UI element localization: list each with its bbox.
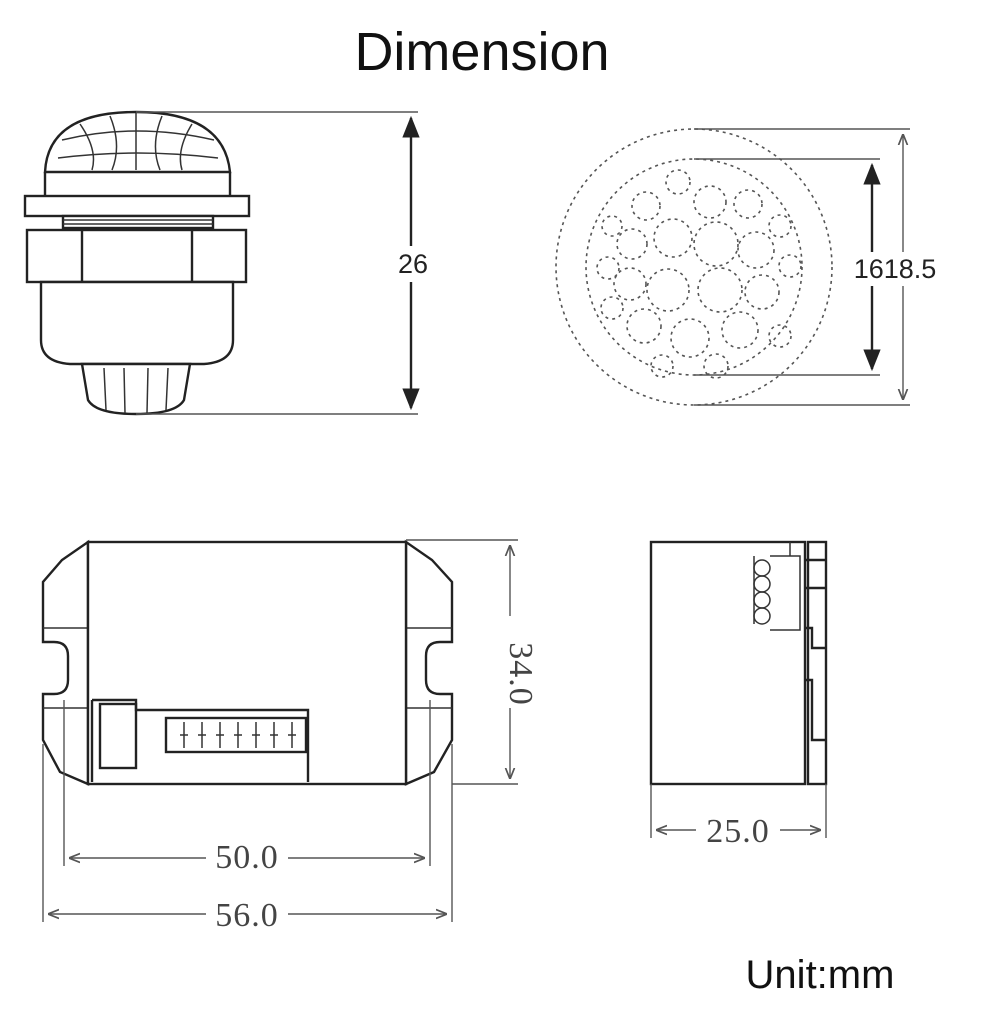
sensor-height-label: 26 <box>398 249 428 279</box>
left-mounting-ear <box>41 539 90 786</box>
sensor-flange <box>23 194 251 218</box>
module-inner-width-label: 50.0 <box>215 839 279 876</box>
sensor-hex-nut <box>25 228 248 284</box>
fuse-slot <box>98 702 138 770</box>
coil-spring <box>753 556 771 625</box>
module-front-view: 34.0 50.0 56.0 <box>41 539 539 934</box>
right-mounting-ear <box>404 539 454 786</box>
module-side-housing <box>649 540 807 786</box>
module-outer-width-label: 56.0 <box>215 897 279 934</box>
sensor-tail <box>80 362 192 416</box>
sensor-thread <box>61 214 215 230</box>
pir-sensor-top-view: 1618.5 <box>555 128 946 406</box>
lens-diameter-label: 1618.5 <box>854 254 937 284</box>
sensor-body <box>39 280 235 366</box>
module-housing <box>86 540 408 786</box>
unit-label: Unit:mm <box>746 953 895 997</box>
terminal-block <box>164 716 308 754</box>
lens-facet-cells <box>596 169 802 379</box>
module-side-view: 25.0 <box>649 540 828 850</box>
module-side-rail <box>806 540 828 786</box>
inner-lens-ring <box>585 158 803 376</box>
sensor-dome <box>43 110 232 174</box>
pir-sensor-side-view: 26 <box>23 110 430 416</box>
outer-lens-ring <box>555 128 833 406</box>
module-height-label: 34.0 <box>502 642 539 706</box>
page-title: Dimension <box>354 22 609 82</box>
module-depth-label: 25.0 <box>706 813 770 850</box>
terminal-screws <box>180 722 296 748</box>
dome-facets <box>57 113 219 171</box>
